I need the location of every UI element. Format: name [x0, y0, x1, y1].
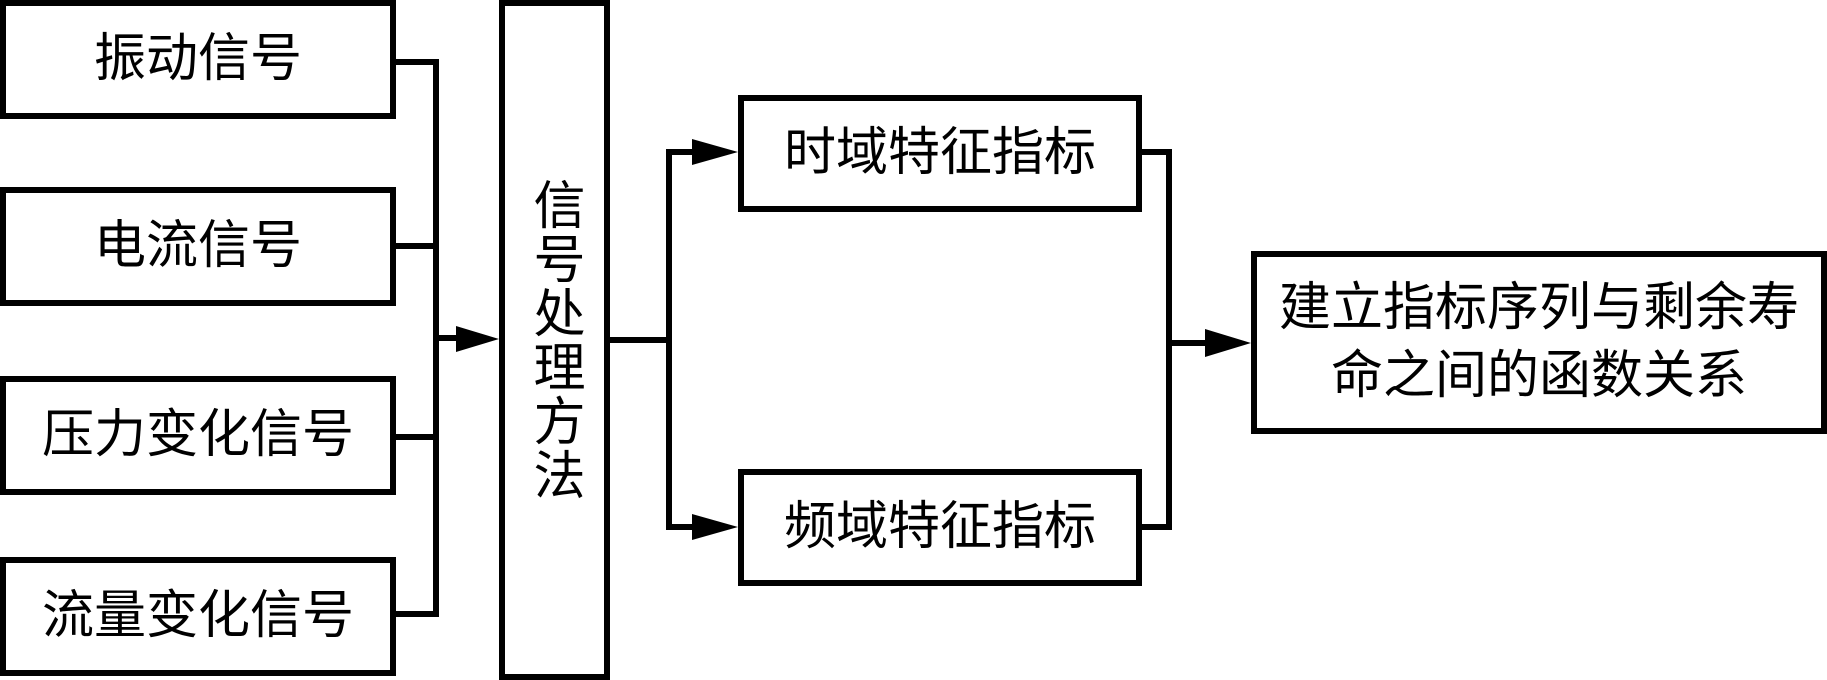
processing-box: 信号处理方法 — [499, 0, 610, 680]
input-box-pressure: 压力变化信号 — [0, 376, 396, 495]
arrowhead-to-time-domain — [692, 139, 738, 165]
arrowhead-to-output — [1205, 329, 1251, 357]
output-box: 建立指标序列与剩余寿命之间的函数关系 — [1251, 251, 1827, 434]
feature-box-frequency-domain: 频域特征指标 — [738, 469, 1142, 586]
input-label: 振动信号 — [93, 29, 302, 90]
input-box-vibration: 振动信号 — [0, 0, 396, 119]
input-box-flow: 流量变化信号 — [0, 557, 396, 676]
feature-box-time-domain: 时域特征指标 — [738, 95, 1142, 212]
input-box-current: 电流信号 — [0, 187, 396, 306]
arrowhead-to-processing — [456, 326, 499, 352]
processing-label: 信号处理方法 — [524, 178, 584, 502]
input-label: 流量变化信号 — [41, 586, 354, 647]
feature-label: 时域特征指标 — [783, 123, 1096, 184]
input-label: 压力变化信号 — [41, 405, 354, 466]
input-label: 电流信号 — [93, 216, 302, 277]
output-label: 建立指标序列与剩余寿命之间的函数关系 — [1279, 277, 1800, 406]
arrowhead-to-freq-domain — [692, 514, 738, 540]
feature-label: 频域特征指标 — [783, 497, 1096, 558]
